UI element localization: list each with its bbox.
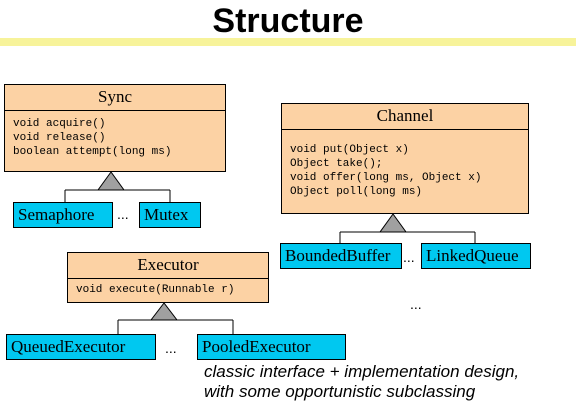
executor-subclass-ellipsis: ... [165,340,177,356]
pooled-executor-subclass-box: PooledExecutor [197,334,346,360]
sync-op: boolean attempt(long ms) [13,146,172,158]
caption-line-2: with some opportunistic subclassing [204,382,476,401]
channel-subclass-ellipsis: ... [403,249,415,265]
queued-executor-subclass-box: QueuedExecutor [6,334,156,360]
sync-class-name: Sync [5,85,225,111]
channel-class-name: Channel [282,104,528,130]
design-caption: classic interface + implementation desig… [204,362,519,402]
channel-op: Object take(); [290,158,383,170]
sync-inheritance-triangle [97,171,125,191]
executor-operations: void execute(Runnable r) [68,279,268,297]
page-title: Structure [212,2,364,40]
title-underline-bar [0,38,576,46]
executor-class-box: Executor void execute(Runnable r) [67,252,269,303]
executor-inheritance-triangle [149,302,179,321]
sync-op: void release() [13,132,106,144]
mutex-subclass-box: Mutex [139,202,201,228]
executor-op: void execute(Runnable r) [76,284,235,296]
sync-subclass-ellipsis: ... [117,206,129,222]
caption-line-1: classic interface + implementation desig… [204,362,520,381]
executor-class-name: Executor [68,253,268,279]
linked-queue-subclass-box: LinkedQueue [421,243,531,269]
semaphore-subclass-box: Semaphore [13,202,113,228]
channel-inheritance-triangle [379,213,407,233]
sync-operations: void acquire() void release() boolean atte… [5,111,225,159]
sync-op: void acquire() [13,118,106,130]
bounded-buffer-subclass-box: BoundedBuffer [280,243,402,269]
channel-more-ellipsis: ... [410,296,422,312]
sync-class-box: Sync void acquire() void release() boolean… [4,84,226,172]
channel-op: void offer(long ms, Object x) [290,172,482,184]
channel-class-box: Channel void put(Object x) Object take();… [281,103,529,214]
channel-operations: void put(Object x) Object take(); void off… [282,130,528,199]
channel-op: Object poll(long ms) [290,186,423,198]
channel-op: void put(Object x) [290,144,409,156]
